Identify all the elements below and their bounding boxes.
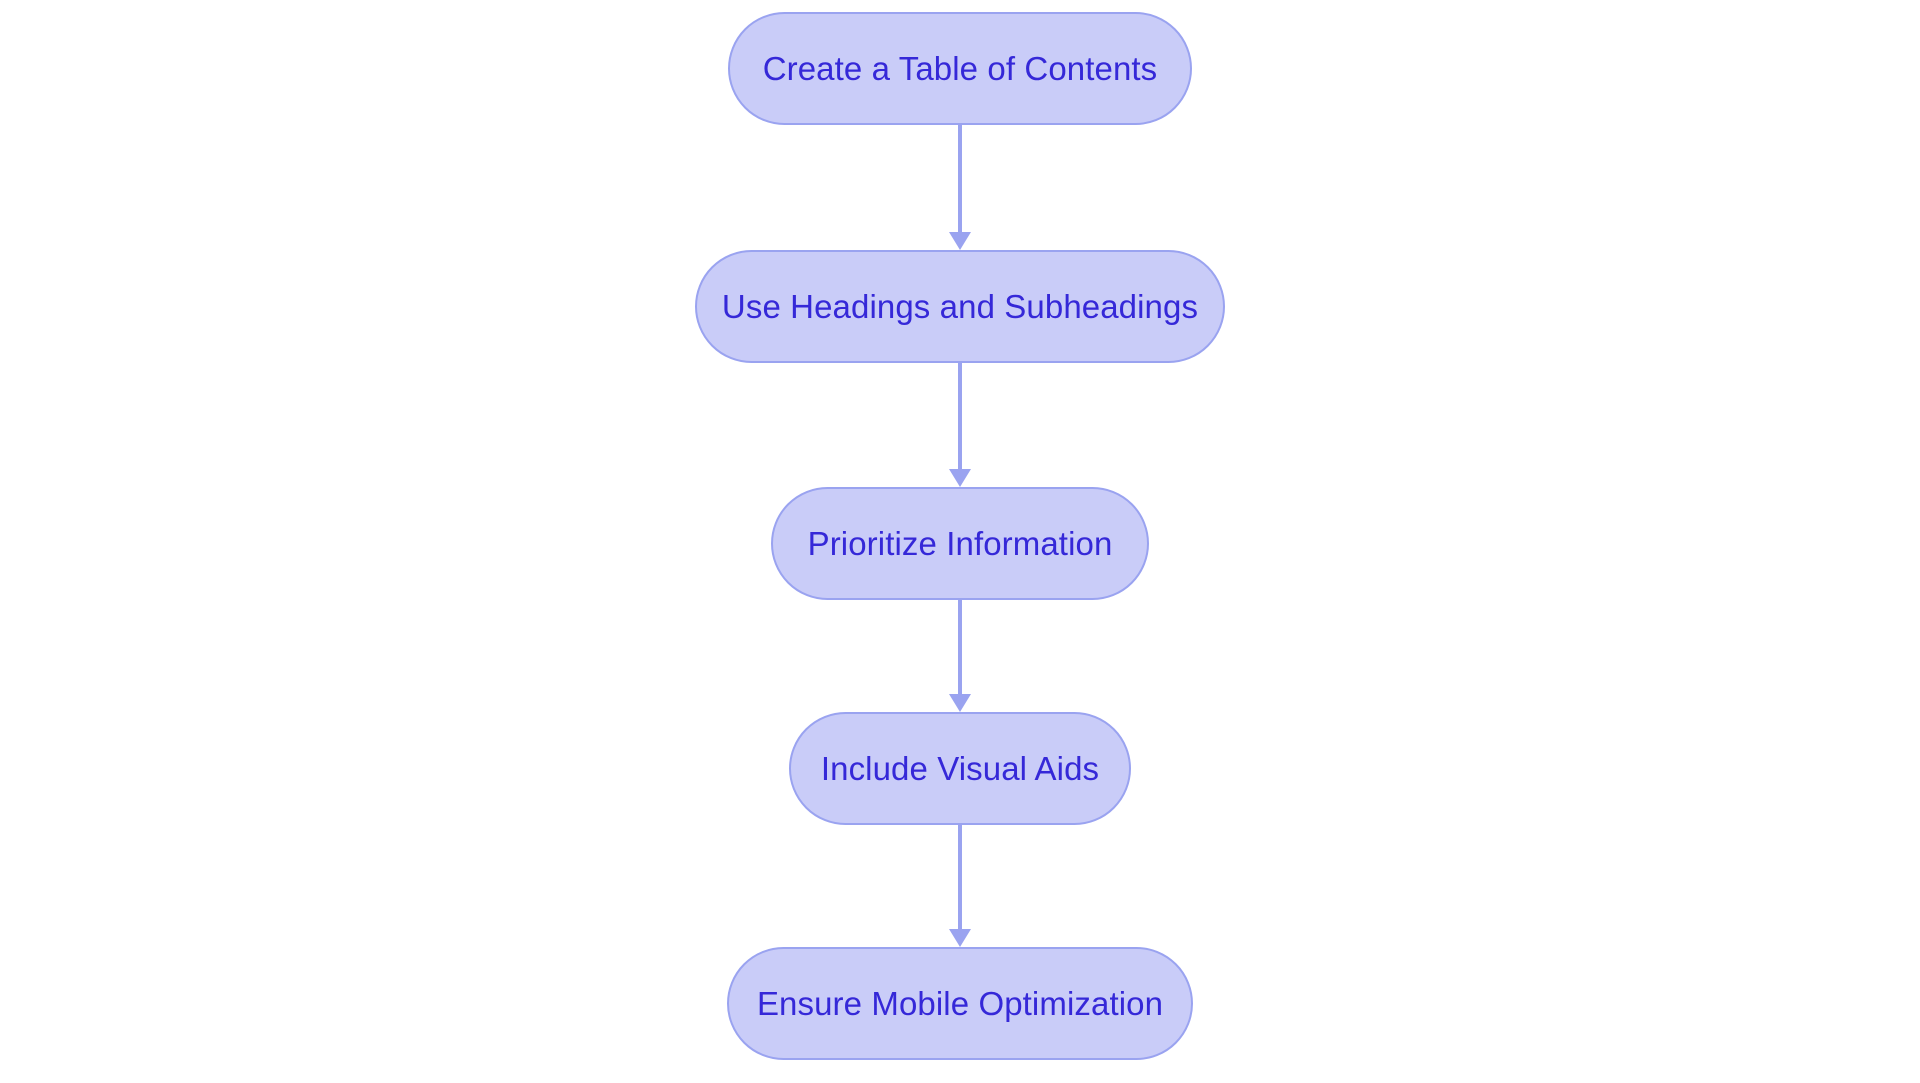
- arrow-down-icon: [949, 469, 971, 487]
- arrow-down-icon: [949, 232, 971, 250]
- arrow-down-icon: [949, 694, 971, 712]
- connector-line-icon: [958, 825, 962, 929]
- flow-node-label: Use Headings and Subheadings: [721, 288, 1199, 325]
- flow-node-n1[interactable]: Create a Table of Contents: [728, 12, 1192, 125]
- flow-connector-n3-to-n4: [949, 600, 971, 712]
- flow-node-label: Include Visual Aids: [820, 750, 1100, 787]
- connector-line-icon: [958, 363, 962, 469]
- flow-node-label: Ensure Mobile Optimization: [756, 985, 1164, 1022]
- flow-node-label: Create a Table of Contents: [762, 50, 1158, 87]
- flow-node-n4[interactable]: Include Visual Aids: [789, 712, 1131, 825]
- flow-connector-n1-to-n2: [949, 125, 971, 250]
- flow-node-n2[interactable]: Use Headings and Subheadings: [695, 250, 1225, 363]
- flow-node-label: Prioritize Information: [807, 525, 1113, 562]
- flow-node-n3[interactable]: Prioritize Information: [771, 487, 1149, 600]
- flow-connector-n2-to-n3: [949, 363, 971, 487]
- connector-line-icon: [958, 600, 962, 694]
- flow-node-n5[interactable]: Ensure Mobile Optimization: [727, 947, 1193, 1060]
- arrow-down-icon: [949, 929, 971, 947]
- flow-connector-n4-to-n5: [949, 825, 971, 947]
- connector-line-icon: [958, 125, 962, 232]
